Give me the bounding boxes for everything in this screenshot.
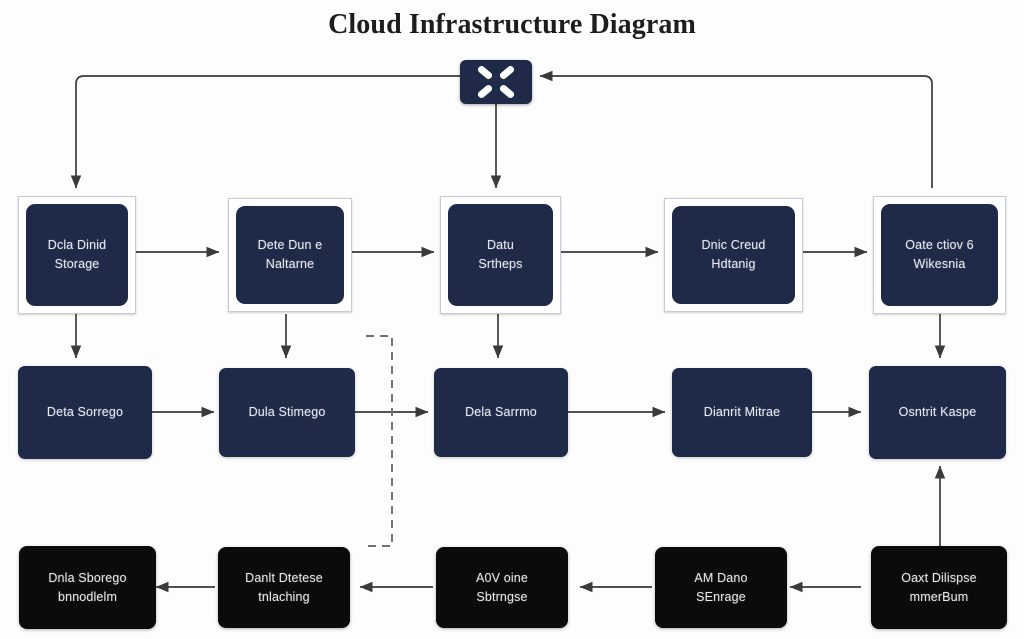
node-label-line1: Danlt Dtetese — [245, 570, 323, 585]
node-row1-3-body: Datu Srtheps — [448, 204, 553, 306]
node-label-line1: Dianrit Mitrae — [703, 405, 781, 419]
node-row3-2[interactable]: Danlt Dtetese tnlaching — [218, 547, 350, 628]
node-row3-5[interactable]: Oaxt Dilispse mmerBum — [871, 546, 1007, 629]
node-label-line2: Wikesnia — [913, 257, 966, 271]
node-row2-1[interactable]: Deta Sorrego — [18, 366, 152, 459]
node-row2-4[interactable]: Dianrit Mitrae — [672, 368, 812, 457]
node-label-line2: SEnrage — [696, 589, 746, 604]
node-label-line1: Dete Dun e — [257, 238, 323, 252]
page-title: Cloud Infrastructure Diagram — [328, 9, 696, 40]
node-row1-5[interactable]: Oate ctiov 6 Wikesnia — [873, 196, 1006, 314]
node-label-line1: A0V oine — [476, 570, 528, 585]
network-switch-node[interactable] — [460, 60, 532, 104]
node-label-line2: bnnodlelm — [57, 589, 118, 604]
node-label-line2: mmerBum — [909, 589, 969, 604]
dashed-vertical-link — [366, 335, 393, 547]
node-label-line2: Hdtanig — [711, 257, 756, 271]
node-row3-3[interactable]: A0V oine Sbtrngse — [436, 547, 568, 628]
node-row1-1[interactable]: Dcla Dinid Storage — [18, 196, 136, 314]
node-row1-2-body: Dete Dun e Naltarne — [236, 206, 344, 304]
node-row1-5-body: Oate ctiov 6 Wikesnia — [881, 204, 998, 306]
node-label-line1: Dnic Creud — [701, 238, 766, 252]
node-row1-3[interactable]: Datu Srtheps — [440, 196, 561, 314]
node-label-line1: Dula Stimego — [248, 405, 326, 419]
node-row3-4[interactable]: AM Dano SEnrage — [655, 547, 787, 628]
node-row1-4[interactable]: Dnic Creud Hdtanig — [664, 198, 803, 312]
node-label-line1: Dela Sarrmo — [465, 405, 537, 419]
node-row3-1[interactable]: Dnla Sborego bnnodlelm — [19, 546, 156, 629]
node-row1-2[interactable]: Dete Dun e Naltarne — [228, 198, 352, 312]
node-label-line1: Dcla Dinid — [47, 238, 107, 252]
node-label-line1: Datu — [486, 238, 514, 252]
node-label-line1: Deta Sorrego — [46, 405, 124, 419]
node-row2-2[interactable]: Dula Stimego — [219, 368, 355, 457]
node-row1-1-body: Dcla Dinid Storage — [26, 204, 128, 306]
node-label-line2: Naltarne — [265, 257, 315, 271]
node-label-line2: tnlaching — [258, 589, 310, 604]
node-row2-3[interactable]: Dela Sarrmo — [434, 368, 568, 457]
node-label-line1: Osntrit Kaspe — [898, 405, 977, 419]
node-label-line2: Storage — [54, 257, 100, 271]
node-label-line2: Sbtrngse — [476, 589, 528, 604]
node-label-line1: Oate ctiov 6 — [905, 238, 974, 252]
node-row1-4-body: Dnic Creud Hdtanig — [672, 206, 795, 304]
node-row2-5[interactable]: Osntrit Kaspe — [869, 366, 1006, 459]
node-label-line1: Oaxt Dilispse — [901, 570, 977, 585]
cross-switch-icon — [477, 65, 515, 99]
node-label-line1: AM Dano — [694, 570, 748, 585]
node-label-line1: Dnla Sborego — [48, 570, 127, 585]
node-label-line2: Srtheps — [478, 257, 523, 271]
